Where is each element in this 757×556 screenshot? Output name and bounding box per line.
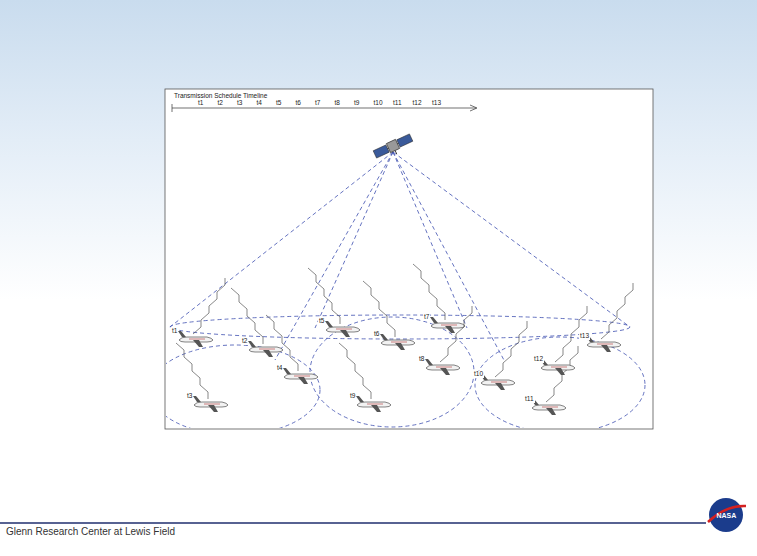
beam-footprints bbox=[166, 152, 645, 428]
timeline-tick: t6 bbox=[296, 100, 301, 107]
aircraft-icon bbox=[339, 343, 391, 412]
logo-text: NASA bbox=[716, 512, 736, 519]
aircraft-icon bbox=[480, 321, 527, 390]
aircraft-icon bbox=[178, 278, 225, 347]
timeline-tick: t10 bbox=[374, 100, 383, 107]
timeline-tick: t3 bbox=[237, 100, 242, 107]
timeline-tick: t8 bbox=[335, 100, 340, 107]
timeline-tick: t13 bbox=[432, 100, 441, 107]
aircraft-label: t2 bbox=[241, 338, 248, 345]
aircraft-label: t13 bbox=[579, 333, 590, 340]
aircraft-label: t8 bbox=[418, 356, 425, 363]
aircraft-label: t11 bbox=[524, 396, 535, 403]
aircraft-icon bbox=[176, 343, 228, 412]
timeline-title: Transmission Schedule Timeline bbox=[174, 93, 267, 100]
aircraft-icon bbox=[540, 306, 587, 375]
timeline-tick: t7 bbox=[315, 100, 320, 107]
aircraft-label: t5 bbox=[318, 318, 325, 325]
aircraft-icon bbox=[531, 346, 578, 415]
aircraft-group bbox=[176, 264, 633, 415]
timeline-tick: t5 bbox=[276, 100, 281, 107]
aircraft-label: t10 bbox=[473, 371, 484, 378]
aircraft-label: t7 bbox=[423, 314, 430, 321]
aircraft-label: t12 bbox=[533, 356, 544, 363]
timeline-tick: t2 bbox=[218, 100, 223, 107]
aircraft-label: t9 bbox=[349, 393, 356, 400]
timeline-tick: t4 bbox=[257, 100, 262, 107]
timeline-tick: t12 bbox=[413, 100, 422, 107]
aircraft-icon bbox=[266, 315, 318, 384]
aircraft-label: t4 bbox=[276, 365, 283, 372]
aircraft-label: t6 bbox=[373, 331, 380, 338]
timeline-tick: t11 bbox=[393, 100, 402, 107]
aircraft-icon bbox=[413, 264, 465, 333]
figure-frame bbox=[165, 89, 653, 429]
satellite-icon bbox=[373, 133, 415, 163]
nasa-logo bbox=[708, 498, 746, 532]
footer-text: Glenn Research Center at Lewis Field bbox=[6, 527, 175, 537]
aircraft-icon bbox=[586, 283, 633, 352]
aircraft-label: t3 bbox=[186, 393, 193, 400]
timeline-tick: t9 bbox=[354, 100, 359, 107]
timeline-tick: t1 bbox=[198, 100, 203, 107]
aircraft-icon bbox=[231, 288, 283, 357]
footer-rule bbox=[0, 522, 706, 524]
aircraft-label: t1 bbox=[171, 328, 178, 335]
aircraft-icon bbox=[425, 306, 472, 375]
aircraft-icon bbox=[363, 281, 415, 350]
aircraft-icon bbox=[308, 268, 360, 337]
